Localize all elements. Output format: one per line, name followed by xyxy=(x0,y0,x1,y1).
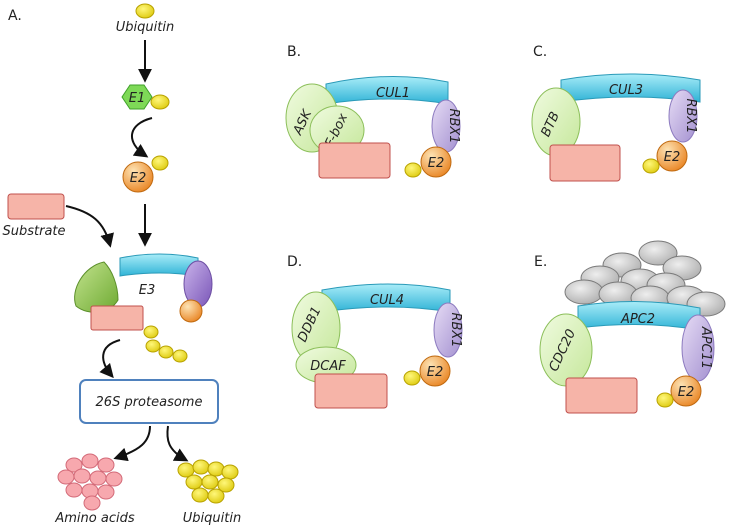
ubiquitin-icon xyxy=(145,339,161,353)
apc11-shape xyxy=(681,314,715,382)
ubiquitin-icon xyxy=(151,155,169,171)
e2-enzyme-icon xyxy=(419,355,451,387)
e2-label: E2 xyxy=(427,365,444,380)
amino-acids-label: Amino acids xyxy=(54,511,134,526)
rbx1-label: RBX1 xyxy=(448,312,463,347)
ubiquitin-icon xyxy=(642,158,660,174)
rbx1-shape xyxy=(433,302,463,358)
apc2-label: APC2 xyxy=(620,312,655,327)
ubiquitin-bottom-label: Ubiquitin xyxy=(183,511,241,526)
e3-label: E3 xyxy=(139,283,156,298)
e3-adaptor-shape xyxy=(74,261,119,313)
cul1-label: CUL1 xyxy=(376,86,410,101)
e2-enzyme-icon xyxy=(179,299,203,323)
substrate-box xyxy=(7,193,65,220)
arrow-to-amino-acids xyxy=(113,425,151,462)
substrate-box xyxy=(318,142,391,179)
free-ubiquitin-cluster xyxy=(177,459,239,504)
dcaf-label: DCAF xyxy=(310,359,346,374)
e2-label: E2 xyxy=(130,171,147,186)
ubiquitin-icon xyxy=(143,325,159,339)
substrate-box xyxy=(314,373,388,409)
proteasome-label: 26S proteasome xyxy=(96,395,203,410)
rbx1-label: RBX1 xyxy=(683,98,698,133)
e2-label: E2 xyxy=(678,385,695,400)
e1-label: E1 xyxy=(129,91,146,106)
e2-enzyme-icon xyxy=(656,140,688,172)
ubiquitin-icon xyxy=(403,370,421,386)
cul3-shape xyxy=(560,73,701,103)
panel-letter-e: E. xyxy=(534,254,547,270)
rbx1-label: RBX1 xyxy=(446,108,461,143)
cul3-label: CUL3 xyxy=(609,83,643,98)
e2-enzyme-icon xyxy=(670,375,702,407)
ubiquitin-icon xyxy=(404,162,422,178)
arrow-substrate-to-e3 xyxy=(65,205,114,248)
ubiquitin-icon xyxy=(135,3,155,19)
arrow-e1-to-e2 xyxy=(130,117,153,158)
e2-label: E2 xyxy=(428,156,445,171)
substrate-box xyxy=(565,377,638,414)
e2-label: E2 xyxy=(664,150,681,165)
ubiquitin-icon xyxy=(172,349,188,363)
cul4-label: CUL4 xyxy=(370,293,404,308)
arrow-e3-to-proteasome xyxy=(99,339,121,379)
rbx1-shape xyxy=(668,89,698,143)
panel-letter-b: B. xyxy=(287,44,301,60)
arrow-to-ubiquitin xyxy=(166,425,189,462)
ubiquitin-icon xyxy=(158,345,174,359)
e2-enzyme-icon xyxy=(122,161,154,193)
panel-letter-c: C. xyxy=(533,44,547,60)
ubiquitin-icon xyxy=(656,392,674,408)
ubiquitin-top-label: Ubiquitin xyxy=(116,20,174,35)
proteasome-box xyxy=(79,379,219,424)
apc11-label: APC11 xyxy=(698,326,713,369)
e2-enzyme-icon xyxy=(420,146,452,178)
amino-acids-cluster xyxy=(57,453,123,511)
ubiquitin-icon xyxy=(150,94,170,110)
substrate-box xyxy=(549,144,621,182)
panel-letter-d: D. xyxy=(287,254,302,270)
e1-enzyme-icon xyxy=(121,84,153,110)
panel-letter-a: A. xyxy=(8,8,22,24)
substrate-box xyxy=(90,305,144,331)
substrate-label: Substrate xyxy=(2,224,65,239)
